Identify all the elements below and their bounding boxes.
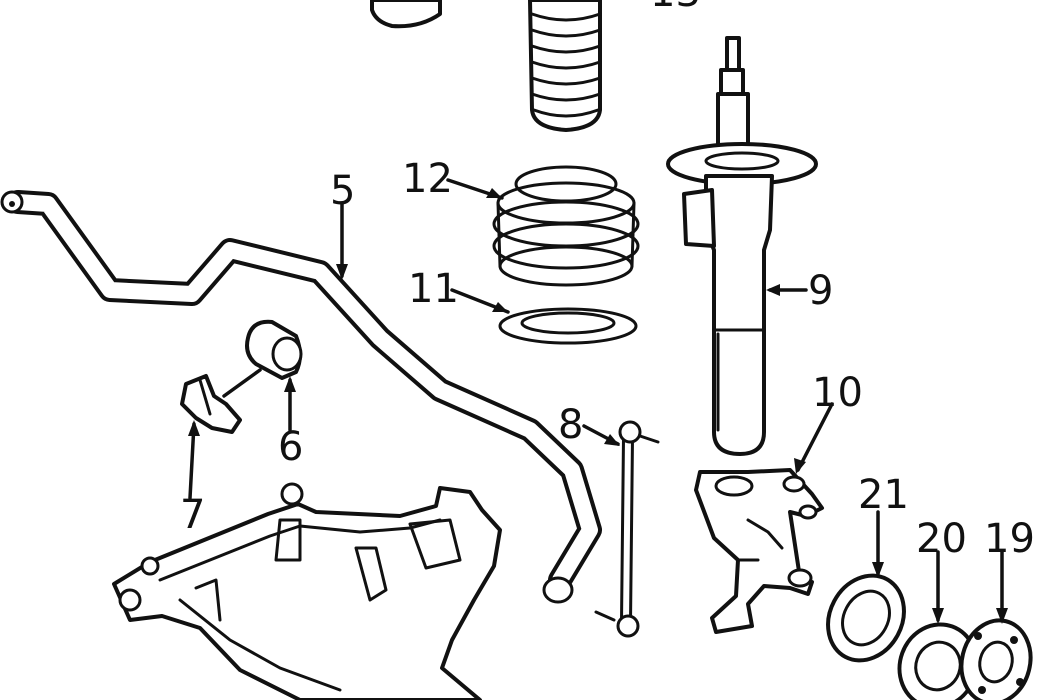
callout-7: 7 [180, 492, 205, 538]
leader-7b [222, 368, 262, 398]
callout-8: 8 [558, 402, 583, 448]
coil-spring [492, 165, 640, 287]
leader-10 [796, 402, 834, 472]
callout-10: 10 [812, 370, 863, 416]
callout-5: 5 [330, 168, 355, 214]
strut-assembly [666, 36, 818, 456]
bushing-bracket [180, 374, 242, 434]
callout-13: 13 [650, 0, 701, 16]
callout-6: 6 [278, 424, 303, 470]
dust-seal [826, 573, 906, 663]
spring-seat [498, 307, 638, 345]
callout-20: 20 [916, 516, 967, 562]
leader-arrowheads [188, 188, 1008, 624]
stabilizer-bar [0, 190, 602, 604]
wheel-hub [959, 618, 1033, 700]
bump-stop-boot [528, 0, 602, 132]
front-subframe [112, 482, 502, 700]
stabilizer-link [594, 420, 660, 638]
callout-9: 9 [808, 268, 833, 314]
callout-21: 21 [858, 472, 909, 518]
callout-11: 11 [408, 266, 459, 312]
callout-19: 19 [984, 516, 1035, 562]
stabilizer-bushing [245, 319, 303, 380]
leader-7 [188, 422, 196, 500]
callout-12: 12 [402, 156, 453, 202]
steering-knuckle [694, 468, 824, 634]
upper-mount-fragment [370, 0, 442, 29]
